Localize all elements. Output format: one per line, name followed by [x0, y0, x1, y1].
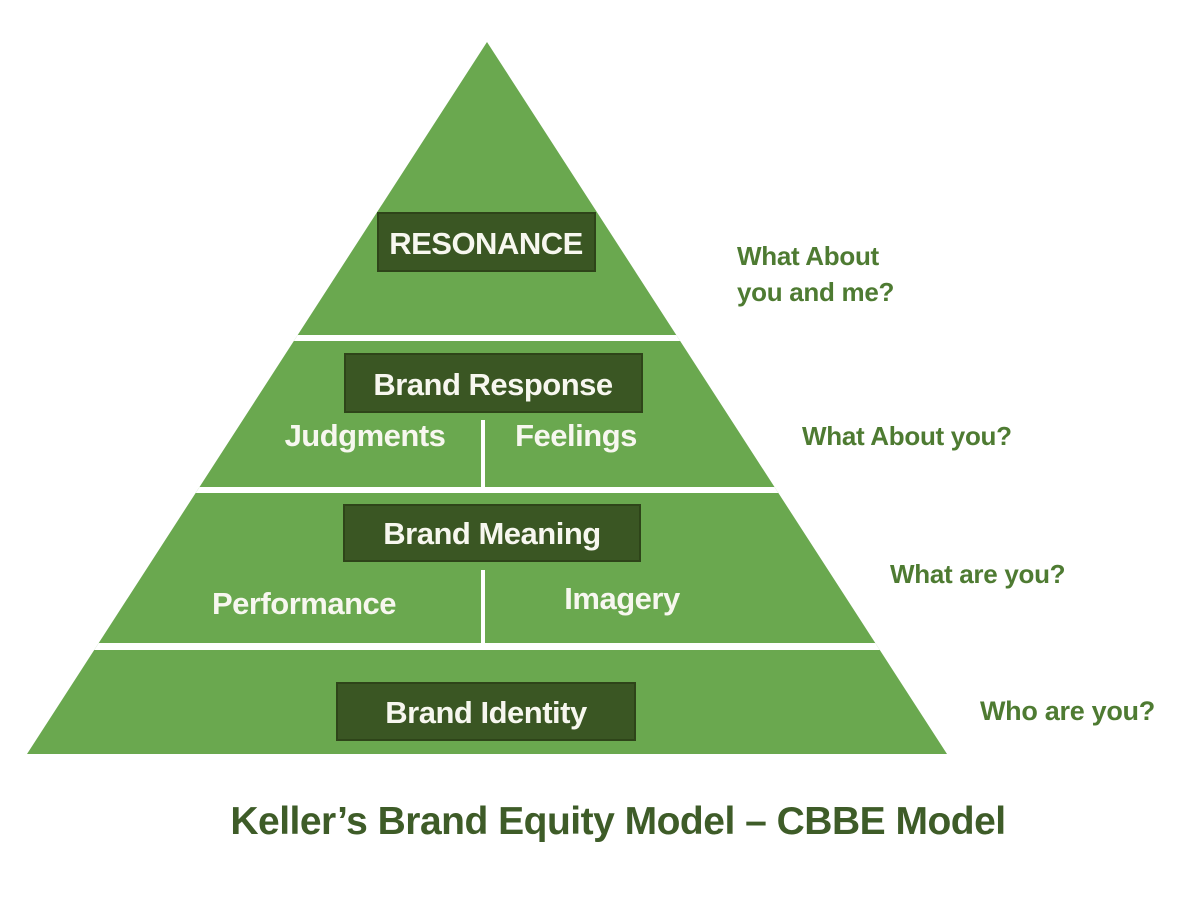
performance-imagery-divider — [481, 570, 485, 643]
brand-response-box — [344, 353, 643, 413]
question-resonance: What About you and me? — [737, 238, 894, 310]
brand-meaning-box — [343, 504, 641, 562]
judgments-label: Judgments — [285, 418, 446, 453]
performance-label: Performance — [212, 586, 396, 621]
judgments-feelings-divider — [481, 420, 485, 487]
imagery-label: Imagery — [564, 581, 681, 616]
brand-identity-box — [336, 682, 636, 741]
brand-response-label: Brand Response — [373, 367, 613, 402]
level-divider-3 — [27, 643, 947, 650]
brand-identity-label: Brand Identity — [385, 695, 588, 730]
question-meaning: What are you? — [890, 559, 1066, 589]
resonance-box — [377, 212, 596, 272]
level-divider-2 — [27, 487, 947, 493]
brand-meaning-label: Brand Meaning — [383, 516, 600, 551]
question-response: What About you? — [802, 421, 1012, 451]
resonance-label: RESONANCE — [389, 226, 583, 261]
feelings-label: Feelings — [515, 418, 637, 453]
question-identity: Who are you? — [980, 696, 1155, 726]
diagram-title: Keller’s Brand Equity Model – CBBE Model — [230, 800, 1006, 843]
question-resonance-line2: you and me? — [737, 277, 895, 307]
question-resonance-line1: What About — [737, 241, 879, 271]
level-divider-1 — [27, 335, 947, 341]
